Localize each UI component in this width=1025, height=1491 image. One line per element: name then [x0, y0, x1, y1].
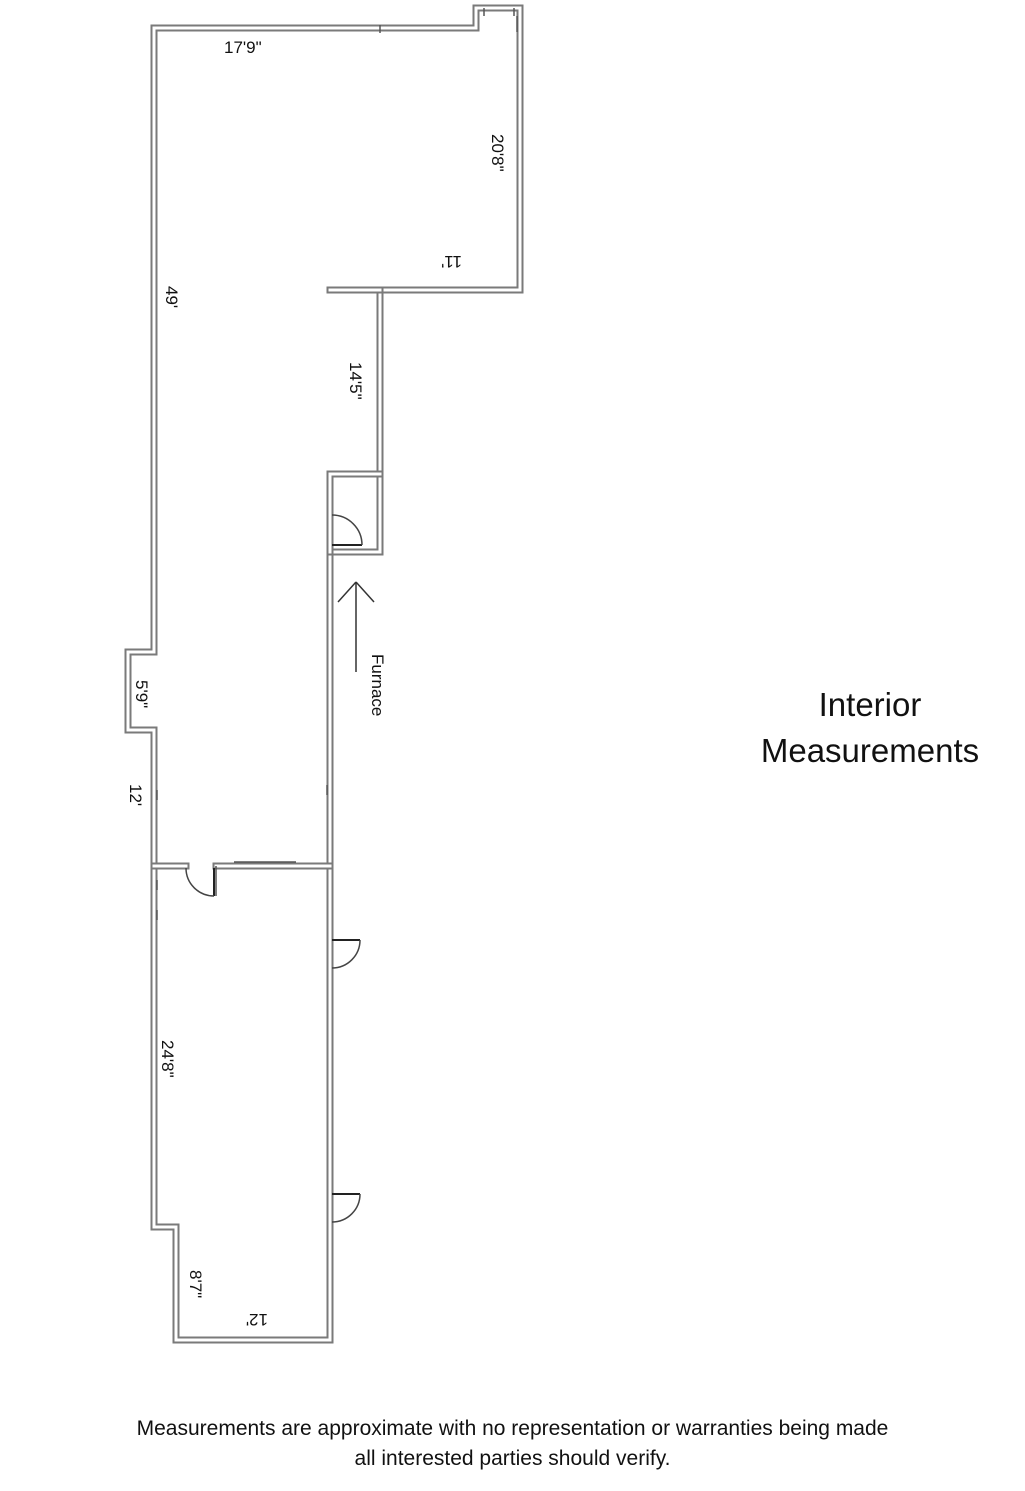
exterior-walls [124, 4, 524, 1344]
dim-top-width: 17'9" [224, 38, 262, 57]
dim-left-bump: 5'9" [132, 680, 151, 708]
dim-upper-bottom-width: 11' [441, 252, 462, 271]
dim-left-lower: 12' [126, 784, 145, 806]
plan-title: Interior Measurements [740, 682, 1000, 774]
dim-middle-right: 14'5" [346, 362, 365, 400]
dim-lower-left: 24'8" [158, 1040, 177, 1078]
furnace-arrow [337, 581, 375, 672]
disclaimer: Measurements are approximate with no rep… [0, 1414, 1025, 1474]
lower-right-doors [331, 939, 361, 1223]
plan-title-line1: Interior [818, 686, 922, 723]
plan-title-line2: Measurements [760, 732, 980, 769]
dim-left-long: 49' [162, 286, 181, 308]
dim-bottom-left-height: 8'7" [186, 1270, 205, 1298]
dim-upper-right-height: 20'8" [488, 134, 507, 172]
furnace-closet [326, 470, 384, 556]
furnace-label: Furnace [368, 654, 387, 716]
left-wall-ticks [156, 785, 328, 920]
disclaimer-line1: Measurements are approximate with no rep… [136, 1417, 889, 1440]
dim-bottom-width: 12' [246, 1310, 268, 1329]
disclaimer-line2: all interested parties should verify. [354, 1447, 671, 1470]
top-wall-marks [379, 8, 518, 33]
middle-partition [150, 861, 334, 897]
